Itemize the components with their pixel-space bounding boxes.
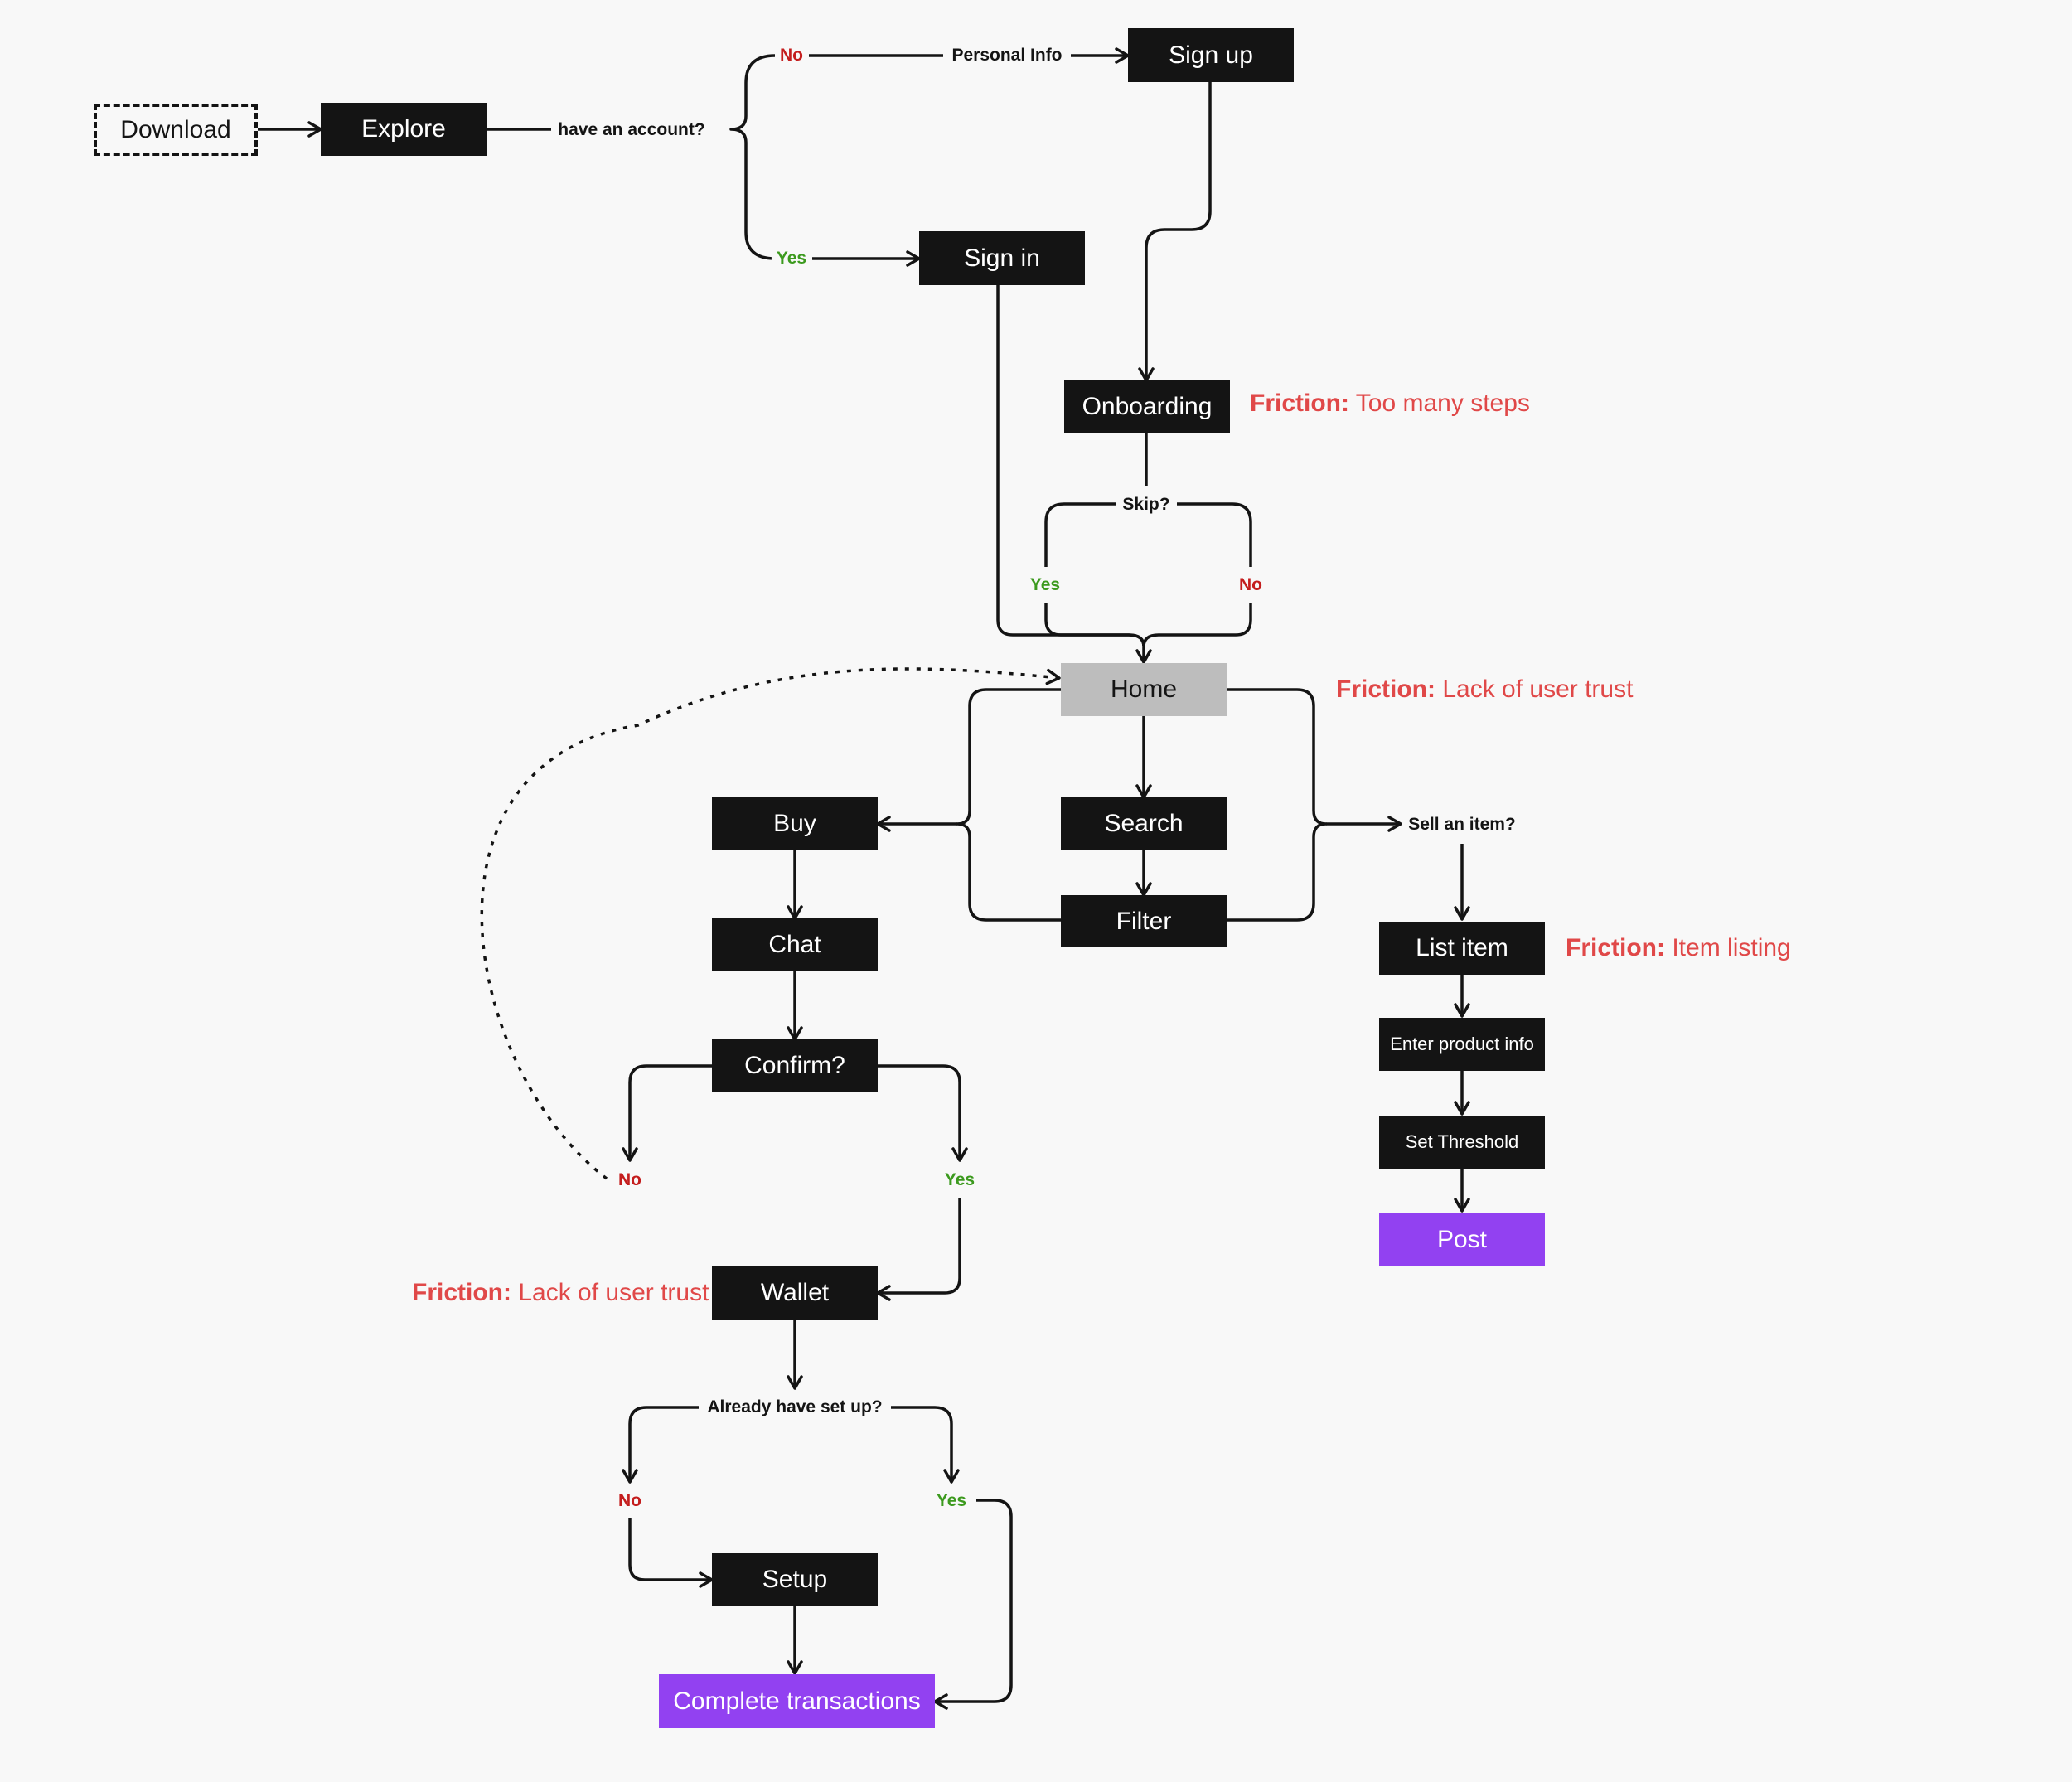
friction-wallet: Friction: Lack of user trust	[412, 1279, 709, 1307]
node-download: Download	[94, 104, 258, 156]
friction-text: Lack of user trust	[1442, 676, 1634, 703]
node-sign-up: Sign up	[1128, 28, 1294, 82]
edge-no-home-loop	[480, 667, 1061, 1180]
label-confirm-yes: Yes	[939, 1170, 980, 1190]
friction-text: Too many steps	[1355, 390, 1530, 417]
label-setup-no: No	[613, 1491, 646, 1511]
node-list-item: List item	[1379, 922, 1545, 975]
edge-skip-yes-home	[1044, 603, 1145, 647]
node-post: Post	[1379, 1213, 1545, 1266]
friction-prefix: Friction:	[412, 1279, 511, 1306]
edge-confirm-no	[622, 1064, 713, 1162]
edge-yes-complete	[933, 1499, 1013, 1710]
friction-home: Friction: Lack of user trust	[1336, 676, 1633, 704]
label-personal-info: Personal Info	[946, 46, 1067, 65]
node-filter: Filter	[1061, 895, 1227, 947]
label-already-setup: Already have set up?	[702, 1397, 888, 1417]
label-account-yes: Yes	[771, 249, 812, 269]
label-sell-item: Sell an item?	[1403, 815, 1521, 835]
edge-account-bracket	[729, 54, 776, 260]
friction-list-item: Friction: Item listing	[1566, 934, 1791, 962]
label-have-account: have an account?	[553, 120, 710, 140]
label-skip-no: No	[1234, 575, 1267, 595]
edge-home-buy-bracket	[956, 688, 1061, 922]
edge-no-setup	[628, 1518, 714, 1588]
edge-yes-wallet	[876, 1198, 961, 1301]
edge-confirm-yes	[878, 1064, 968, 1162]
node-set-threshold: Set Threshold	[1379, 1116, 1545, 1169]
node-onboarding: Onboarding	[1064, 380, 1230, 433]
edge-setup-no-branch	[622, 1406, 699, 1484]
node-confirm: Confirm?	[712, 1039, 878, 1092]
friction-text: Lack of user trust	[518, 1279, 709, 1306]
node-setup: Setup	[712, 1553, 878, 1606]
friction-prefix: Friction:	[1566, 934, 1665, 961]
friction-prefix: Friction:	[1336, 676, 1435, 703]
node-explore: Explore	[321, 103, 487, 156]
node-enter-product-info: Enter product info	[1379, 1018, 1545, 1071]
label-skip-yes: Yes	[1024, 575, 1066, 595]
node-wallet: Wallet	[712, 1266, 878, 1320]
label-confirm-no: No	[613, 1170, 646, 1190]
friction-onboarding: Friction: Too many steps	[1250, 390, 1530, 418]
edge-skip-right	[1177, 502, 1252, 567]
label-setup-yes: Yes	[931, 1491, 972, 1511]
label-account-no: No	[775, 46, 808, 65]
friction-prefix: Friction:	[1250, 390, 1349, 417]
node-search: Search	[1061, 797, 1227, 850]
node-chat: Chat	[712, 918, 878, 971]
friction-text: Item listing	[1672, 934, 1791, 961]
node-home: Home	[1061, 663, 1227, 716]
node-complete-transactions: Complete transactions	[659, 1674, 935, 1728]
node-buy: Buy	[712, 797, 878, 850]
edge-signin-home	[996, 285, 1152, 664]
node-sign-in: Sign in	[919, 231, 1085, 285]
label-skip: Skip?	[1117, 495, 1175, 515]
edge-skip-left	[1044, 502, 1116, 567]
edge-skip-no-home	[1142, 603, 1252, 647]
edge-setup-yes-branch	[891, 1406, 960, 1484]
edge-home-sell-bracket	[1227, 688, 1328, 922]
edge-signup-onboarding	[1138, 82, 1212, 382]
